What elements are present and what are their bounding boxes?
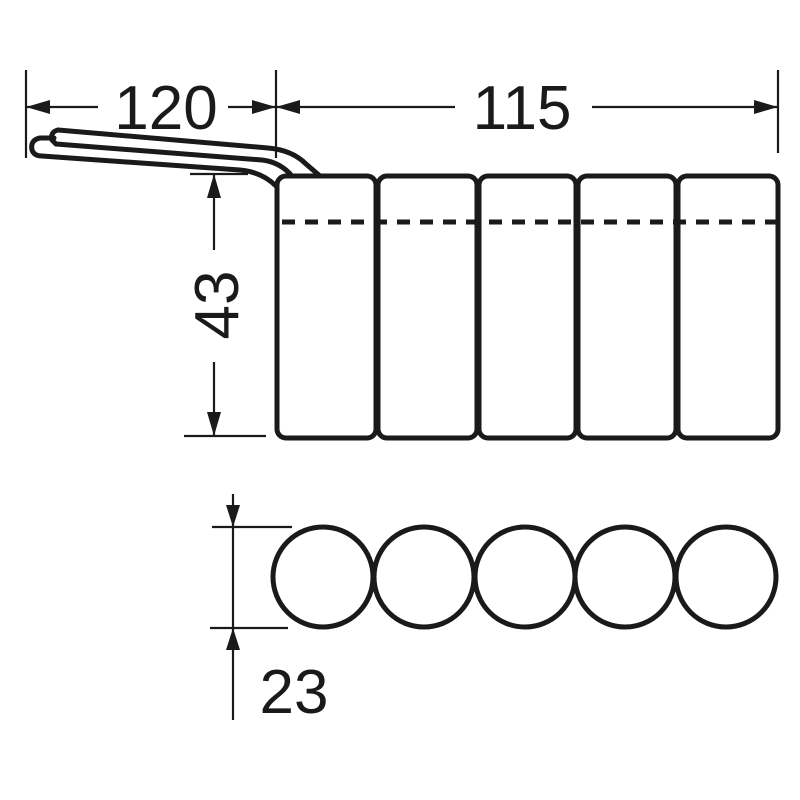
arrow-down-icon	[207, 412, 221, 436]
dimension-pack-height: 43	[183, 172, 266, 438]
dimension-label-120: 120	[114, 74, 217, 143]
arrow-down-icon	[226, 505, 240, 527]
side-view-cells	[274, 173, 781, 441]
arrow-right-icon	[252, 100, 276, 114]
cell-end-1	[270, 524, 376, 630]
cell-end-3	[472, 524, 578, 630]
wire-leads	[29, 127, 323, 189]
cell-end-5	[673, 524, 779, 630]
arrow-left-icon	[276, 100, 300, 114]
cell-1	[274, 173, 379, 441]
cell-4	[575, 173, 679, 441]
dimension-cell-diameter: 23	[210, 494, 328, 727]
arrow-left-icon	[26, 100, 50, 114]
dimension-label-43: 43	[183, 271, 252, 340]
arrow-up-icon	[226, 628, 240, 650]
dimension-label-23: 23	[260, 658, 329, 727]
cell-3	[476, 173, 579, 441]
arrow-right-icon	[754, 100, 778, 114]
end-view-cells	[270, 524, 779, 630]
wire-lower	[29, 135, 279, 189]
cell-end-4	[572, 524, 678, 630]
wire-upper-bottom	[53, 141, 295, 179]
arrow-up-icon	[207, 174, 221, 198]
dimension-lead-length: 120	[24, 70, 278, 158]
dimension-label-115: 115	[473, 74, 572, 143]
cell-end-2	[371, 524, 477, 630]
cell-2	[375, 173, 480, 441]
cell-5	[675, 173, 781, 441]
dimension-pack-length: 115	[276, 70, 780, 153]
wire-upper-top	[55, 127, 323, 179]
